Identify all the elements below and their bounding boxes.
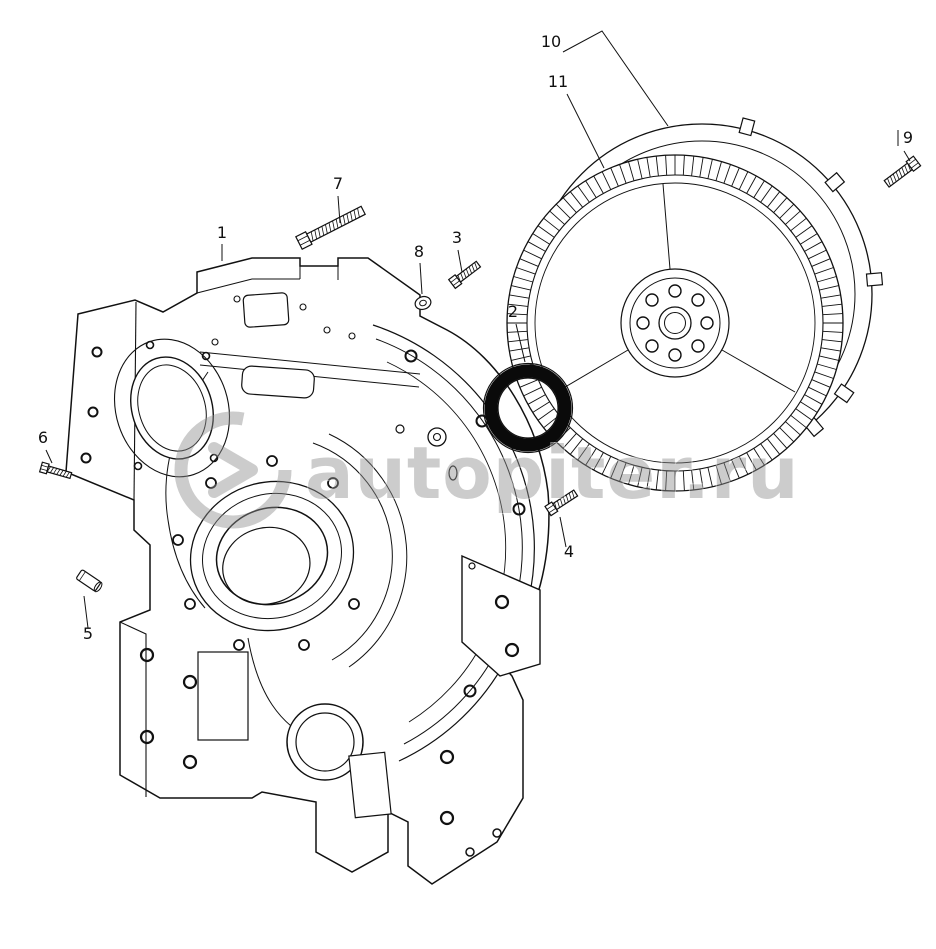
callout-5: 5 — [83, 624, 93, 643]
flywheel-tab — [824, 171, 846, 193]
housing-hole — [299, 303, 307, 311]
dowel-pin-5 — [76, 569, 103, 593]
boss-detail — [427, 427, 447, 447]
bolt-6 — [38, 461, 73, 480]
watermark-text: autopiter.ru — [305, 431, 800, 515]
web-arc — [312, 442, 393, 661]
leader-line-10 — [562, 30, 669, 127]
bell-arc — [386, 361, 507, 723]
housing-hole — [348, 332, 356, 340]
flywheel-hub — [620, 268, 730, 378]
washer-8 — [414, 295, 432, 311]
bolt-3 — [447, 260, 482, 290]
leader-line-2 — [515, 323, 526, 363]
flange-bolt-hole — [404, 349, 418, 363]
opening-flange-hole — [209, 453, 219, 463]
boss-detail — [432, 432, 442, 442]
bell-arc — [372, 324, 535, 762]
callout-leaders — [45, 30, 911, 629]
top-block-cutout — [242, 292, 290, 328]
flywheel-face-edge — [534, 182, 816, 464]
housing-hole — [323, 326, 331, 334]
callout-1: 1 — [217, 223, 227, 242]
o-ring — [482, 362, 574, 454]
boss-detail — [448, 465, 458, 481]
flywheel-tab — [738, 117, 756, 137]
leader-line-9 — [903, 150, 911, 162]
callout-labels: 1 7 8 3 2 10 11 9 4 6 5 — [38, 32, 913, 643]
opening-flange-hole — [201, 351, 211, 361]
callout-7: 7 — [333, 174, 343, 193]
housing-hole — [211, 338, 219, 346]
callout-9: 9 — [903, 128, 913, 147]
flywheel-spoke — [662, 183, 671, 270]
ring-gear-root — [526, 174, 824, 472]
bolt-7 — [295, 205, 367, 251]
callout-8: 8 — [414, 242, 424, 261]
flange-bolt-hole — [512, 502, 526, 516]
bolt-9 — [883, 155, 922, 188]
callout-3: 3 — [452, 228, 462, 247]
opening-flange-hole — [133, 461, 143, 471]
ring-gear-teeth — [507, 155, 843, 491]
flange-bolt-hole — [463, 684, 477, 698]
callout-6: 6 — [38, 428, 48, 447]
flywheel-tab — [833, 383, 855, 404]
watermark: autopiter.ru — [174, 411, 800, 529]
flywheel-tab — [865, 272, 884, 287]
side-pad — [461, 554, 541, 677]
bottom-tongue — [286, 703, 392, 819]
housing-hole — [233, 295, 241, 303]
crankshaft-bore — [658, 306, 692, 340]
left-foot — [119, 621, 249, 797]
foot-slot — [197, 651, 249, 741]
central-bore — [172, 455, 360, 651]
bell-arc — [375, 338, 523, 745]
leader-line-4 — [559, 516, 567, 548]
watermark-logo-icon — [174, 411, 292, 529]
leader-line-3 — [457, 249, 463, 273]
leader-line-7 — [337, 195, 341, 224]
boss-detail — [395, 424, 405, 434]
callout-2: 2 — [508, 302, 518, 321]
flywheel-housing — [65, 257, 550, 885]
leader-line-8 — [419, 262, 423, 295]
upper-opening — [113, 338, 231, 478]
flywheel-spoke — [721, 349, 796, 393]
leader-line-5 — [83, 595, 89, 629]
callout-11: 11 — [548, 72, 568, 91]
leader-line-6 — [45, 449, 53, 464]
web-arc — [328, 433, 408, 668]
callout-10: 10 — [541, 32, 561, 51]
right-foot — [439, 749, 502, 857]
top-block-edge — [196, 266, 339, 294]
top-step-cutout — [241, 365, 315, 399]
opening-flange-hole — [145, 340, 155, 350]
bolt-4 — [544, 489, 579, 517]
callout-4: 4 — [564, 542, 574, 561]
leader-line-11 — [566, 93, 605, 169]
